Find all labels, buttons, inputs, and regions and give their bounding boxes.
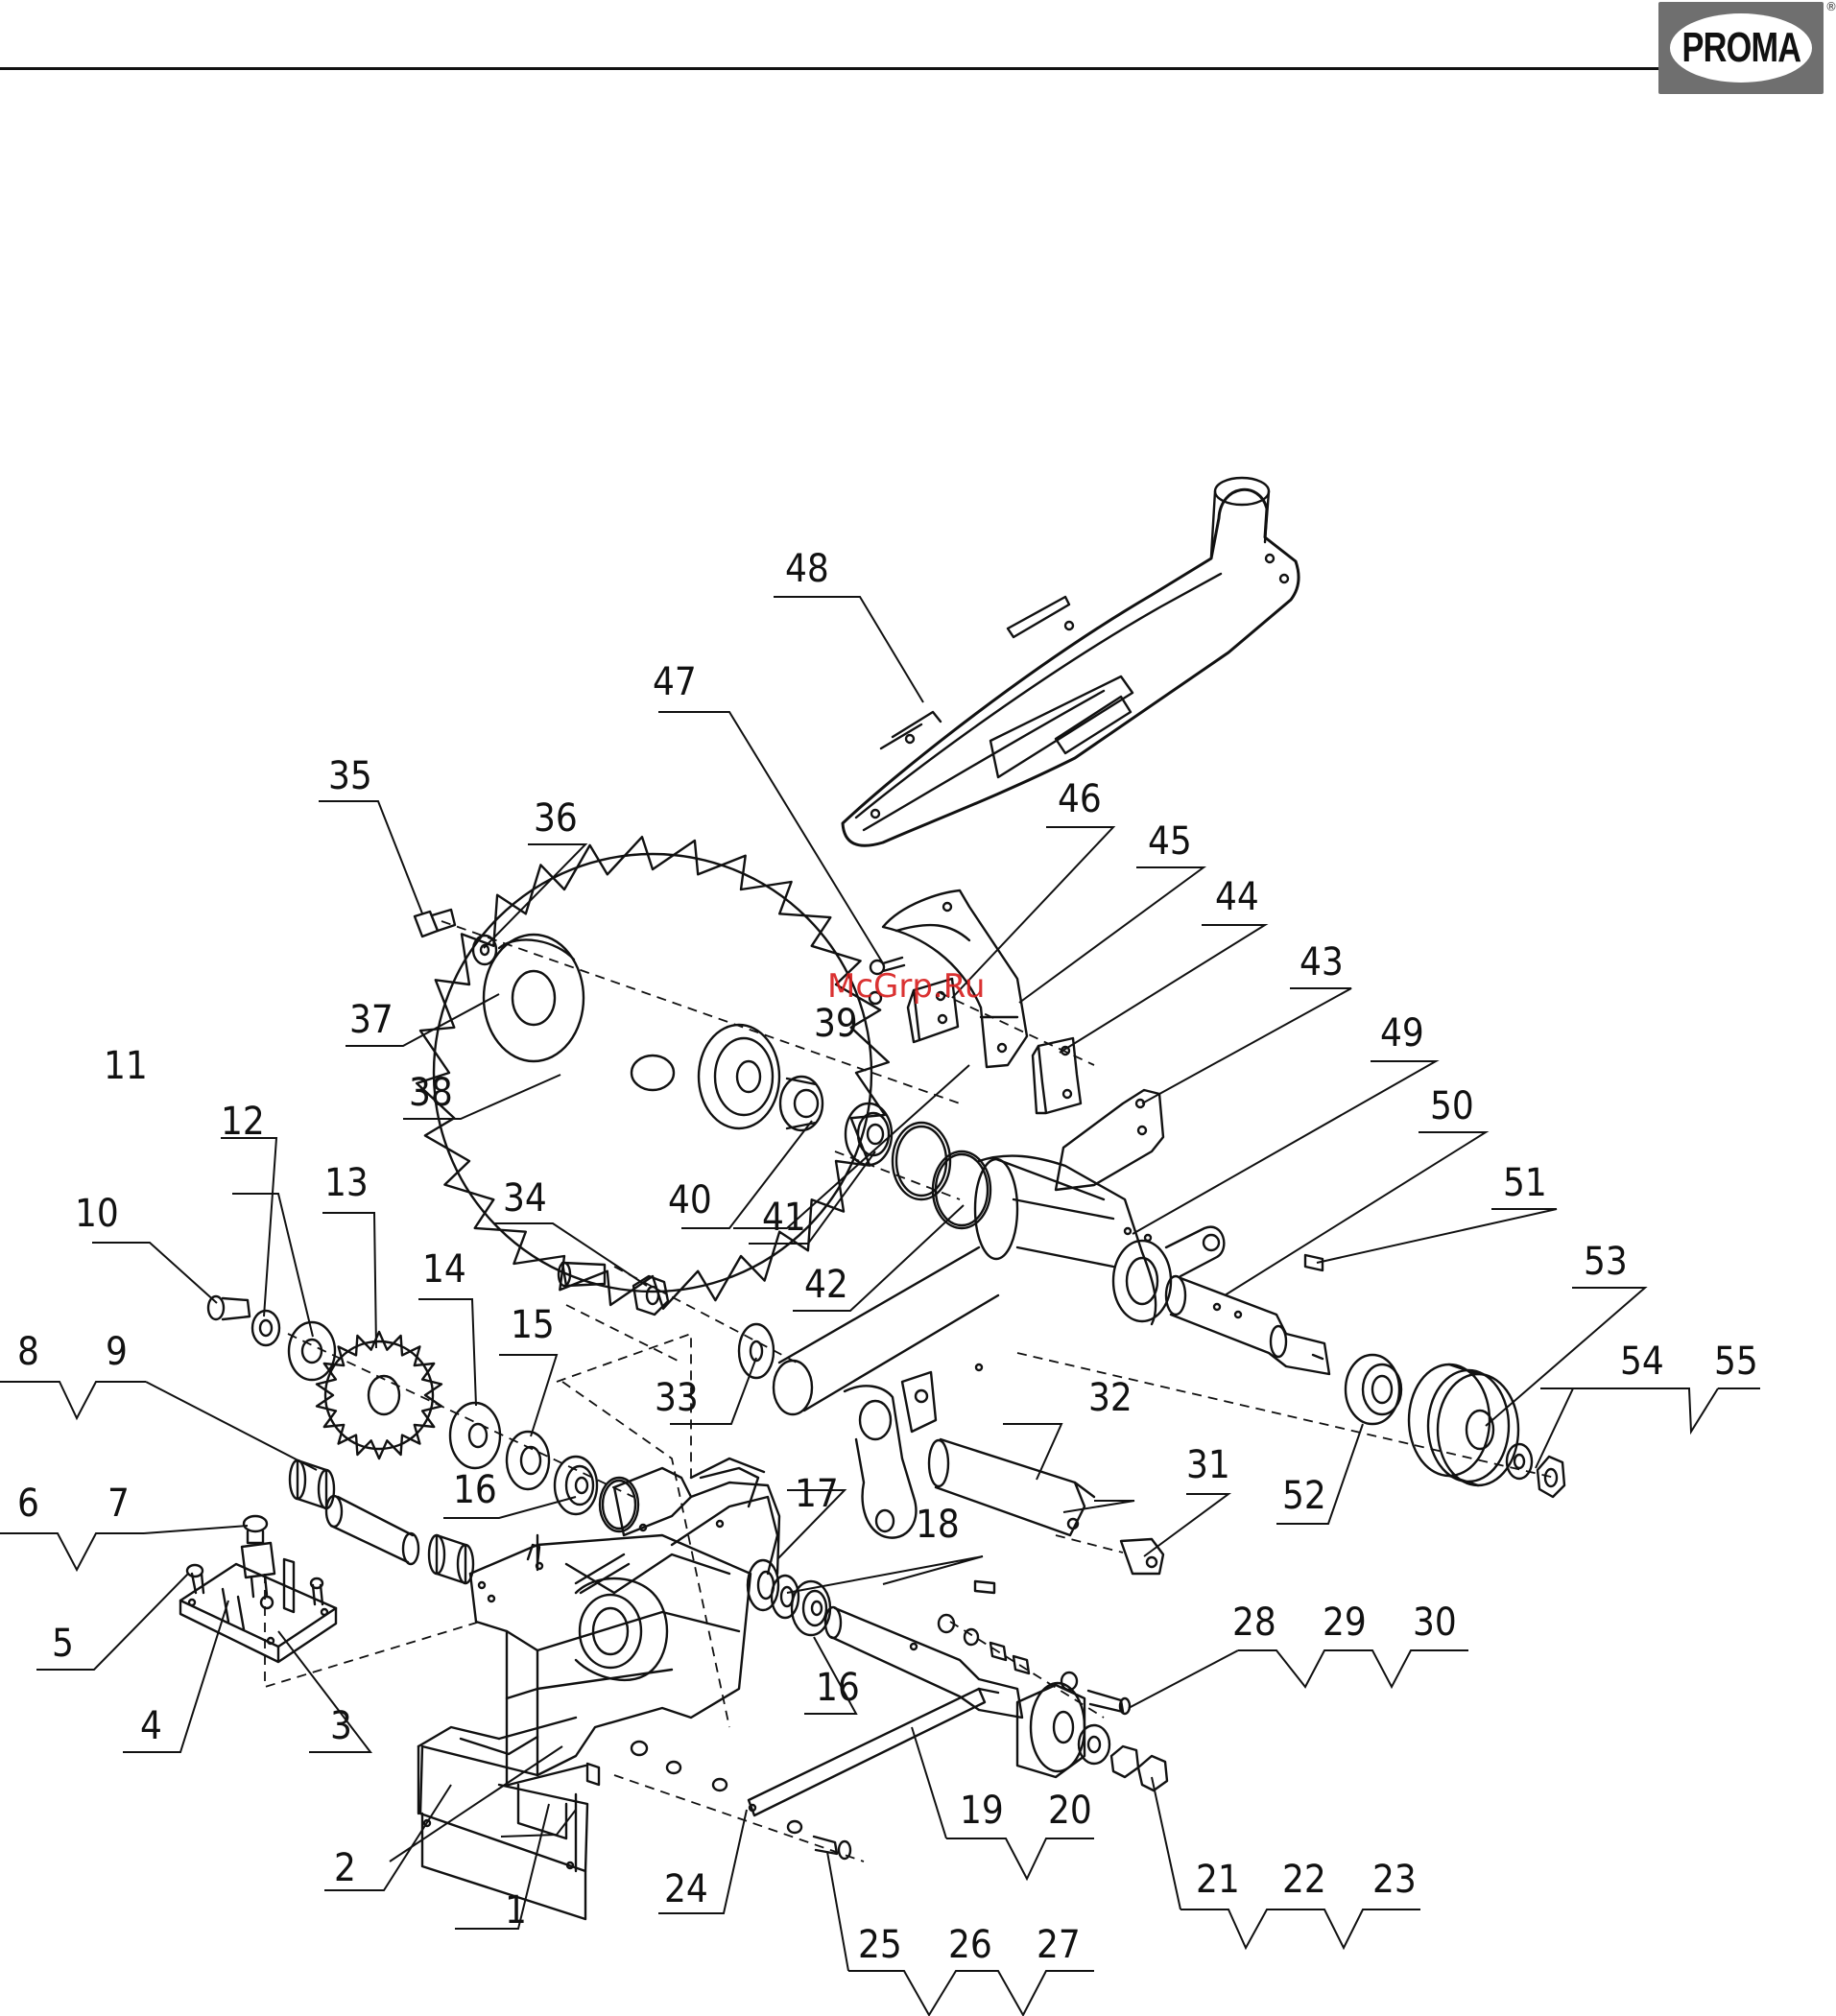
callout-46: 46 <box>1058 777 1102 821</box>
callout-13: 13 <box>324 1161 369 1205</box>
callout-54: 54 <box>1620 1340 1664 1384</box>
motor-shaft <box>1166 1276 1329 1374</box>
spacer-40 <box>780 1077 823 1130</box>
callout-43: 43 <box>1300 940 1344 984</box>
callout-19: 19 <box>960 1789 1004 1833</box>
callout-5: 5 <box>52 1622 74 1666</box>
washer-11 <box>252 1311 279 1345</box>
callout-39: 39 <box>814 1002 858 1046</box>
callout-20: 20 <box>1048 1789 1092 1833</box>
callout-34: 34 <box>503 1176 547 1221</box>
callout-35: 35 <box>328 754 372 798</box>
callout-1: 1 <box>505 1888 527 1933</box>
callout-52: 52 <box>1282 1474 1326 1518</box>
callout-32: 32 <box>1088 1376 1133 1420</box>
bushing-9 <box>429 1535 473 1583</box>
callout-11: 11 <box>104 1044 148 1088</box>
callout-22: 22 <box>1282 1858 1326 1902</box>
callout-9: 9 <box>106 1330 128 1374</box>
callout-17: 17 <box>795 1472 839 1516</box>
callout-38: 38 <box>409 1071 453 1115</box>
callout-8: 8 <box>17 1330 39 1374</box>
assembly-lines <box>265 921 1555 1862</box>
callout-26: 26 <box>948 1923 992 1967</box>
callout-3: 3 <box>330 1704 352 1748</box>
callout-21: 21 <box>1196 1858 1240 1902</box>
callout-50: 50 <box>1430 1084 1474 1128</box>
spacer-33 <box>739 1324 774 1378</box>
bearing-16-upper <box>555 1457 597 1514</box>
callout-24: 24 <box>664 1867 708 1911</box>
callout-16b: 16 <box>816 1666 860 1710</box>
callout-18: 18 <box>916 1503 960 1547</box>
callout-23: 23 <box>1372 1858 1417 1902</box>
callout-44: 44 <box>1215 875 1259 919</box>
inner-flange <box>699 1025 779 1128</box>
base-plate <box>180 1559 336 1662</box>
callout-47: 47 <box>653 660 697 704</box>
callout-10: 10 <box>75 1192 119 1236</box>
callout-31: 31 <box>1186 1443 1230 1487</box>
callout-27: 27 <box>1037 1923 1081 1967</box>
callout-14: 14 <box>422 1247 466 1292</box>
callout-53: 53 <box>1584 1240 1628 1284</box>
main-frame <box>418 1459 779 1919</box>
leader-lines <box>0 597 1760 2015</box>
callout-6: 6 <box>17 1482 39 1526</box>
callout-33: 33 <box>655 1376 699 1420</box>
eccentric-roller <box>1017 1683 1085 1777</box>
callout-15: 15 <box>511 1303 555 1347</box>
callout-55: 55 <box>1714 1340 1758 1384</box>
callout-2: 2 <box>334 1846 356 1890</box>
support-tube <box>326 1496 418 1564</box>
saw-arm <box>975 1090 1224 1324</box>
callout-7: 7 <box>107 1482 130 1526</box>
drive-pulley <box>1409 1364 1518 1485</box>
lock-bolt-6 <box>242 1516 274 1597</box>
guard-mounting-block <box>1033 1038 1081 1113</box>
callout-40: 40 <box>668 1178 712 1222</box>
callout-36: 36 <box>534 796 578 841</box>
pivot-pin-31 <box>1121 1539 1163 1574</box>
outer-flange <box>484 935 584 1061</box>
callout-4: 4 <box>140 1704 162 1748</box>
callout-12: 12 <box>221 1100 265 1144</box>
callout-29: 29 <box>1323 1601 1367 1645</box>
saw-blade <box>417 837 889 1309</box>
bearing-52 <box>1346 1355 1401 1424</box>
watermark-text: McGrp.Ru <box>827 967 985 1006</box>
washer-14 <box>450 1403 500 1468</box>
nuts-21-23 <box>1079 1725 1167 1791</box>
callout-45: 45 <box>1148 819 1192 864</box>
callout-41: 41 <box>762 1196 806 1240</box>
callout-51: 51 <box>1503 1161 1547 1205</box>
callout-28: 28 <box>1232 1601 1276 1645</box>
callout-25: 25 <box>858 1923 902 1967</box>
callout-30: 30 <box>1413 1601 1457 1645</box>
callout-49: 49 <box>1380 1011 1424 1055</box>
callout-48: 48 <box>785 547 829 591</box>
callout-labels: 1 2 3 4 5 6 7 8 9 10 11 12 13 14 15 16 1… <box>17 547 1758 1967</box>
callout-16: 16 <box>453 1468 497 1512</box>
callout-42: 42 <box>804 1263 848 1307</box>
callout-37: 37 <box>349 998 393 1042</box>
